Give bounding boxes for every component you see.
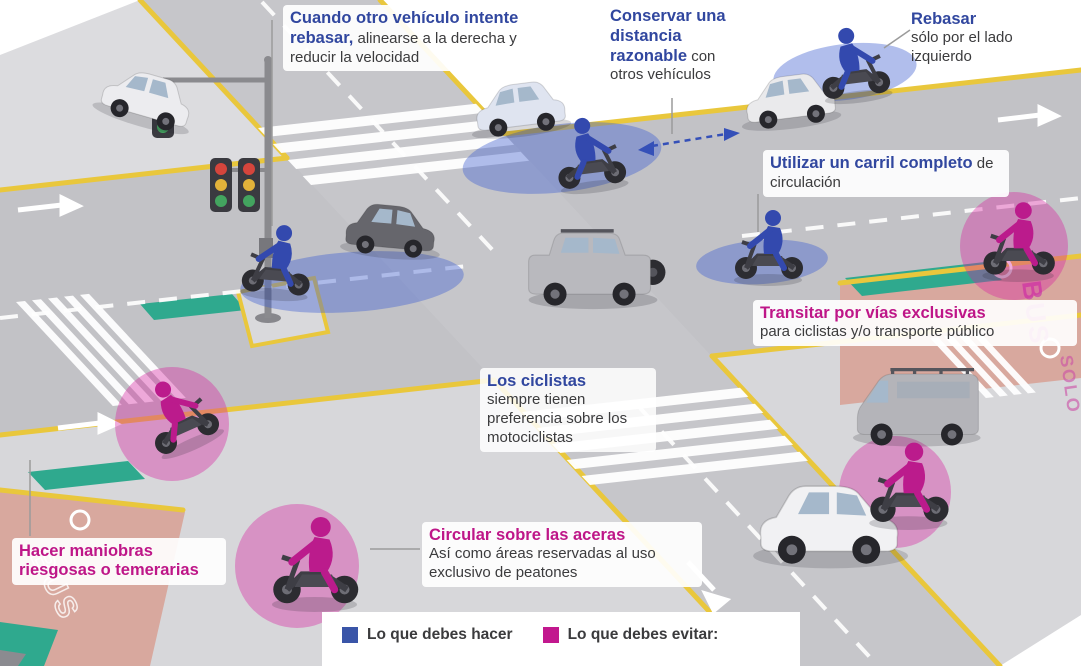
annotation-overtake-left-lead: Rebasar	[911, 10, 977, 28]
distance-arrow	[638, 128, 740, 156]
annotation-keep-distance: Conservar una distancia razonable con ot…	[610, 7, 752, 85]
annotation-risky-maneuvers: Hacer maniobras riesgosas o temerarias	[12, 538, 226, 585]
crosswalk-north	[258, 103, 530, 185]
annotation-cyclists-priority-body: siempre tienen preferencia sobre los mot…	[487, 391, 628, 446]
annotation-overtake-left: Rebasar sólo por el lado izquierdo	[911, 10, 1063, 67]
legend-avoid-label: Lo que debes evitar:	[567, 626, 719, 643]
annotation-exclusive-lanes-body: para ciclistas y/o transporte público	[760, 323, 995, 341]
annotation-full-lane-body: de circulación	[770, 155, 994, 191]
annotation-keep-distance-body: con otros vehículos	[610, 47, 716, 84]
road-arrows	[17, 103, 1062, 614]
annotation-align-right-body: alinearse a la derecha y reducir la velo…	[290, 29, 517, 66]
annotation-exclusive-lanes: Transitar por vías exclusivas para cicli…	[753, 300, 1077, 347]
legend-avoid-item: Lo que debes evitar:	[542, 626, 719, 644]
annotation-cyclists-priority: Los ciclistas siempre tienen preferencia…	[480, 368, 656, 452]
crosswalk-west	[16, 293, 186, 406]
annotation-keep-distance-lead: Conservar una distancia razonable	[610, 7, 726, 65]
corner-dark-wedge	[0, 650, 26, 666]
annotation-align-right: Cuando otro vehículo intente rebasar, al…	[283, 5, 535, 72]
annotation-exclusive-lanes-lead: Transitar por vías exclusivas	[760, 304, 986, 322]
annotation-align-right-lead: Cuando otro vehículo intente rebasar,	[290, 9, 519, 47]
annotation-no-sidewalks-lead: Circular sobre las aceras	[429, 526, 626, 544]
annotation-no-sidewalks: Circular sobre las aceras Así como áreas…	[422, 522, 702, 587]
annotation-overtake-left-body: sólo por el lado izquierdo	[911, 29, 1013, 66]
annotation-risky-maneuvers-lead: Hacer maniobras riesgosas o temerarias	[19, 542, 199, 580]
legend-do-label: Lo que debes hacer	[367, 626, 513, 643]
legend-do-item: Lo que debes hacer	[342, 626, 513, 644]
legend: Lo que debes hacer Lo que debes evitar:	[332, 622, 729, 648]
annotation-cyclists-priority-lead: Los ciclistas	[487, 372, 587, 390]
legend-avoid-swatch	[542, 627, 559, 643]
callout-overtake-left	[883, 29, 911, 49]
annotation-full-lane-lead: Utilizar un carril completo	[770, 154, 973, 172]
annotation-full-lane: Utilizar un carril completo de circulaci…	[763, 150, 1009, 197]
callout-lines	[29, 20, 911, 550]
road-diagonal	[140, 0, 1000, 666]
annotation-no-sidewalks-body: Así como áreas reservadas al uso exclusi…	[429, 545, 656, 582]
legend-do-swatch	[342, 627, 358, 643]
